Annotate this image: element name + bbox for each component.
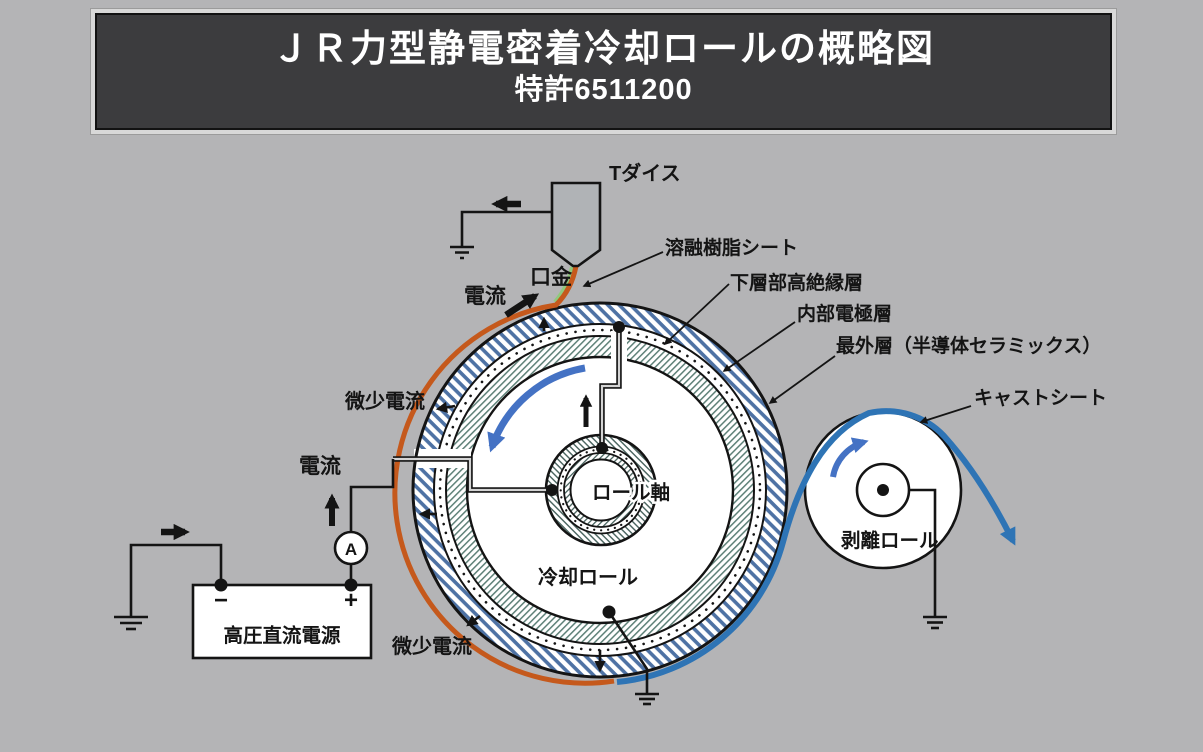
junction-dot bbox=[596, 442, 608, 454]
lower-insulation-layer-label: 下層部高絶縁層 bbox=[730, 271, 863, 294]
micro-current-arrows bbox=[418, 316, 606, 673]
ground-symbol-peel bbox=[923, 615, 947, 630]
cast-sheet-label: キャストシート bbox=[974, 388, 1107, 409]
current-die-label: 電流 bbox=[464, 284, 506, 308]
ammeter-to-roll-wire bbox=[349, 459, 395, 532]
plus-terminal-label: + bbox=[344, 587, 358, 614]
label-leaders bbox=[582, 251, 972, 424]
dc-power-supply-label: 高圧直流電源 bbox=[223, 624, 341, 647]
power-supply-circuit bbox=[114, 459, 395, 660]
ground-symbol-psu bbox=[114, 615, 148, 631]
roll-shaft-label: ロール軸 bbox=[592, 481, 670, 504]
minus-terminal-dot bbox=[214, 578, 228, 592]
micro-current-upper-label: 微少電流 bbox=[344, 389, 425, 413]
extruded-melt-strip bbox=[553, 266, 574, 304]
peel-roll-label: 剥離ロール bbox=[841, 529, 939, 552]
roll-body-ground-lead bbox=[602, 605, 659, 706]
cast-sheet-path bbox=[616, 408, 1016, 685]
molten-sheet-on-roll bbox=[392, 265, 615, 686]
negative-ground-wire bbox=[129, 543, 223, 617]
cooling-roll-rotation-arrow bbox=[487, 364, 586, 453]
title-banner: ＪＲ力型静電密着冷却ロールの概略図 特許6511200 bbox=[95, 13, 1112, 130]
junction-dot bbox=[546, 484, 558, 496]
micro-current-lower-label: 微少電流 bbox=[391, 634, 472, 658]
patent-number: 特許6511200 bbox=[514, 74, 693, 107]
die-lip-current-arrow bbox=[504, 293, 540, 318]
molten-resin-sheet-label: 溶融樹脂シート bbox=[665, 236, 798, 259]
t-die-label: Tダイス bbox=[609, 161, 681, 185]
junction-dot bbox=[613, 321, 625, 333]
cooling-roll-label: 冷却ロール bbox=[538, 565, 638, 589]
peel-roll-rotation-arrow bbox=[830, 437, 869, 478]
page-title: ＪＲ力型静電密着冷却ロールの概略図 bbox=[272, 28, 935, 69]
outermost-layer-label: 最外層（半導体セラミックス） bbox=[836, 334, 1101, 357]
ground-symbol-die bbox=[450, 245, 474, 260]
die-ground-wire bbox=[460, 210, 552, 247]
ammeter-label: A bbox=[345, 540, 357, 559]
dc-power-supply-box bbox=[191, 583, 373, 660]
ground-symbol-bottom bbox=[635, 692, 659, 706]
internal-electrode-wires bbox=[393, 321, 625, 496]
t-die-body bbox=[550, 181, 602, 268]
die-lip-label: 口金 bbox=[530, 265, 573, 289]
minus-terminal-label: − bbox=[214, 587, 228, 614]
current-supply-label: 電流 bbox=[299, 454, 341, 478]
internal-electrode-layer-label: 内部電極層 bbox=[797, 302, 892, 325]
t-die bbox=[450, 181, 602, 268]
